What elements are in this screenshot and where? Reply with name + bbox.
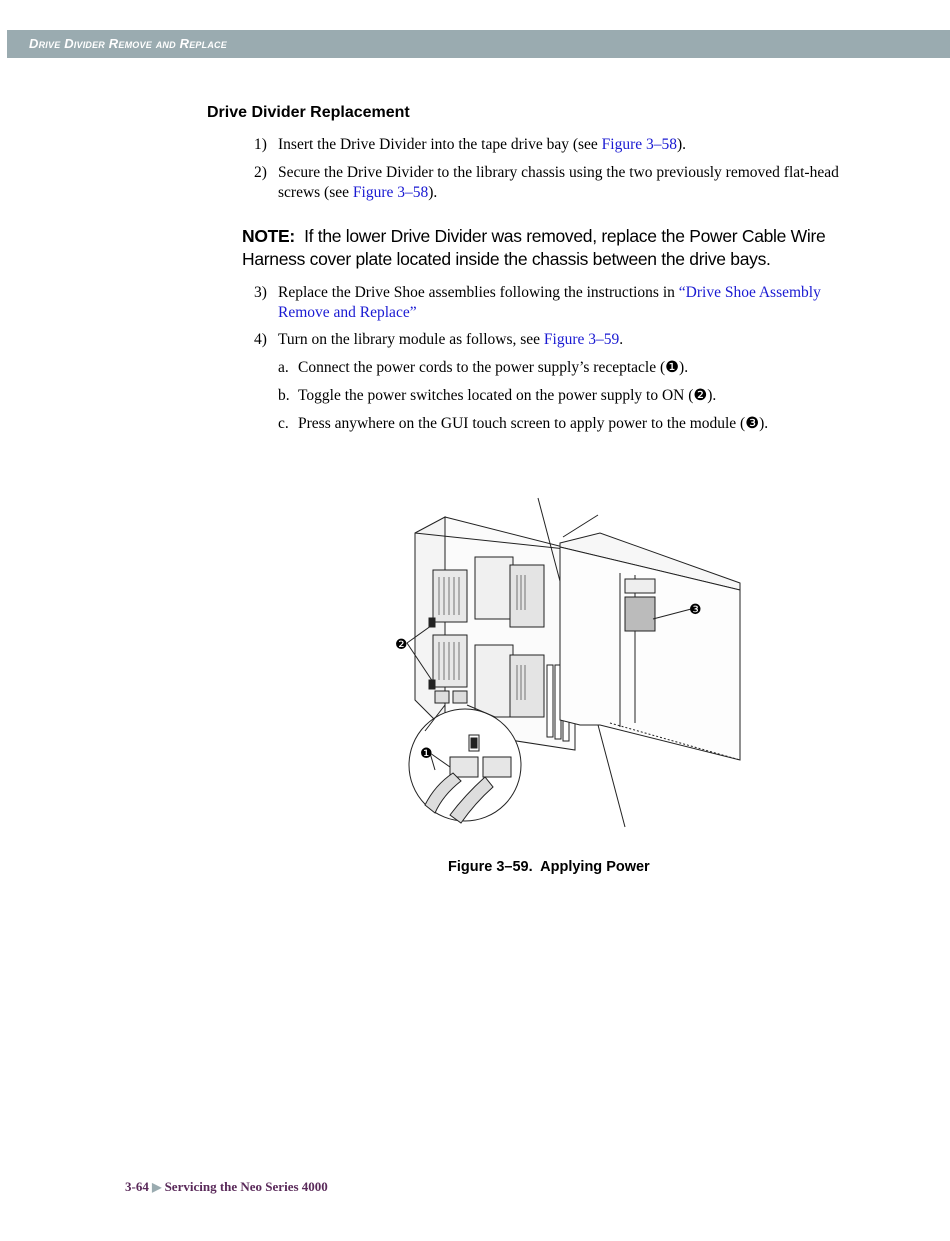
substep-text: Connect the power cords to the power sup… (298, 359, 689, 376)
power-receptacle-right (452, 690, 468, 704)
header-title: Drive Divider Remove and Replace (29, 36, 227, 51)
step-text: Turn on the library module as follows, s… (278, 331, 544, 348)
step-number: 4) (254, 331, 267, 348)
gui-touch-screen (624, 596, 656, 632)
step-text-end: . (619, 331, 624, 348)
figure-link[interactable]: Figure 3–58 (352, 184, 429, 201)
footer-title: Servicing the Neo Series 4000 (164, 1179, 328, 1194)
note-block: NOTE: If the lower Drive Divider was rem… (242, 225, 892, 271)
substep-text: Toggle the power switches located on the… (298, 387, 717, 404)
footer: 3-64 ▶ Servicing the Neo Series 4000 (125, 1179, 328, 1195)
callout-3: ❸ (689, 602, 702, 618)
substep-letter: b. (278, 387, 290, 404)
substep-text: Press anywhere on the GUI touch screen t… (298, 415, 769, 432)
substep-letter: a. (278, 359, 289, 376)
step-text: Insert the Drive Divider into the tape d… (278, 136, 602, 153)
power-supply-top (432, 569, 468, 623)
tape-drive-top-handle (509, 564, 545, 628)
section-link[interactable]: “Drive Shoe Assembly Remove and Replace” (278, 284, 821, 321)
power-receptacle-left (434, 690, 450, 704)
tape-drive-bottom (474, 644, 514, 718)
front-module-face (559, 546, 741, 761)
callout-2: ❷ (395, 637, 408, 653)
note-text: If the lower Drive Divider was removed, … (242, 226, 826, 269)
zoom-receptacle-right (482, 756, 512, 778)
figure-link[interactable]: Figure 3–58 (601, 136, 678, 153)
figure-link[interactable]: Figure 3–59 (543, 331, 620, 348)
power-cord-right (449, 776, 494, 824)
step-number: 1) (254, 136, 267, 153)
section-heading: Drive Divider Replacement (207, 104, 410, 121)
power-switch-top (428, 617, 436, 628)
callout-1: ❶ (420, 746, 433, 762)
power-supply-bottom (432, 634, 468, 688)
applying-power-illustration: ❷ ❸ ❶ (395, 497, 741, 828)
footer-arrow-icon: ▶ (152, 1180, 162, 1194)
tape-drive-top (474, 556, 514, 620)
step-number: 2) (254, 164, 267, 181)
power-cord-left (424, 772, 462, 814)
tape-drive-bottom-handle (509, 654, 545, 718)
note-label: NOTE: (242, 226, 295, 246)
header-bar: Drive Divider Remove and Replace (7, 30, 950, 58)
card-slot-1 (546, 664, 554, 738)
substep-letter: c. (278, 415, 289, 432)
step-text-end: ). (677, 136, 687, 153)
step-text: Secure the Drive Divider to the library … (278, 164, 839, 201)
front-module-top (559, 532, 741, 591)
step-text-end: ). (428, 184, 438, 201)
page-number: 3-64 (125, 1179, 149, 1194)
step-number: 3) (254, 284, 267, 301)
step-text: Replace the Drive Shoe assemblies follow… (278, 284, 679, 301)
figure-caption: Figure 3–59. Applying Power (448, 859, 650, 875)
